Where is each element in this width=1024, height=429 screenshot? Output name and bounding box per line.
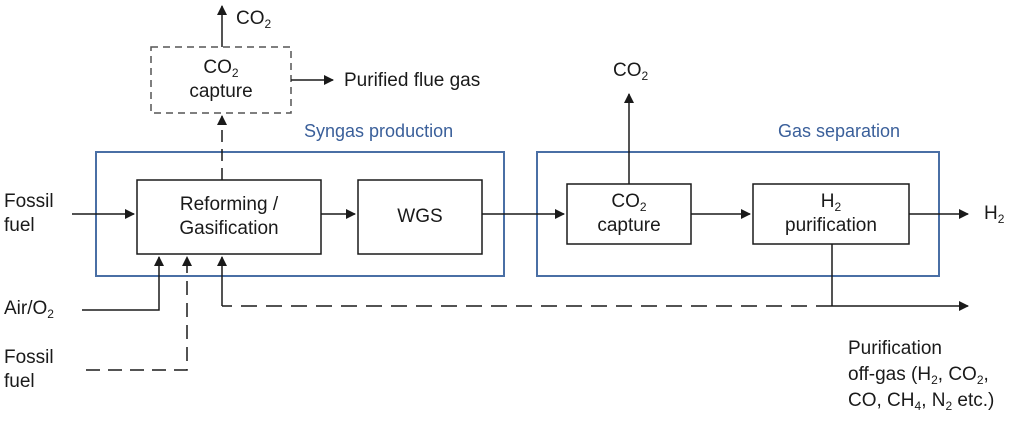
air-o2-arrow <box>82 256 164 311</box>
reforming-gasification-label: Reforming / Gasification <box>137 180 321 254</box>
fossil-fuel-input-label: Fossil fuel <box>4 191 54 236</box>
offgas-label: Purification off-gas (H2, CO2, CO, CH4, … <box>848 336 994 414</box>
offgas-line3: CO, CH4, N2 etc.) <box>848 390 995 413</box>
reforming-gasification-box <box>136 179 322 255</box>
co2-top-label: CO2 <box>236 8 272 31</box>
flue-co2-capture-box <box>150 46 292 114</box>
flue-co2-capture-label: CO2 capture <box>151 47 291 113</box>
flue-capture-line1: CO2 <box>203 57 239 80</box>
wgs-label: WGS <box>358 180 482 254</box>
co2-capture-line2: capture <box>597 215 661 236</box>
offgas-line1: Purification <box>848 338 942 359</box>
h2-purification-label: H2 purification <box>753 184 909 244</box>
offgas-line2: off-gas (H2, CO2, <box>848 364 989 387</box>
purified-flue-gas-label: Purified flue gas <box>344 70 481 91</box>
co2-capture-label: CO2 capture <box>567 184 691 244</box>
co2-capture-box <box>566 183 692 245</box>
h2-output-label: H2 <box>984 203 1005 226</box>
wgs-text: WGS <box>397 206 443 227</box>
syngas-production-title: Syngas production <box>304 121 454 141</box>
h2-purification-line2: purification <box>785 215 877 236</box>
reforming-line2: Gasification <box>179 218 279 239</box>
flue-capture-line2: capture <box>189 81 253 102</box>
co2-separation-label: CO2 <box>613 60 649 83</box>
reforming-line1: Reforming / <box>179 194 279 215</box>
air-o2-label: Air/O2 <box>4 298 54 321</box>
fossil-fuel-dashed-input-label: Fossil fuel <box>4 347 54 392</box>
h2-purification-line1: H2 <box>820 191 842 214</box>
co2-capture-line1: CO2 <box>611 191 647 214</box>
h2-purification-box <box>752 183 910 245</box>
gas-separation-title: Gas separation <box>778 121 901 141</box>
wgs-box <box>357 179 483 255</box>
fossil-fuel-dashed-arrow <box>86 256 192 371</box>
